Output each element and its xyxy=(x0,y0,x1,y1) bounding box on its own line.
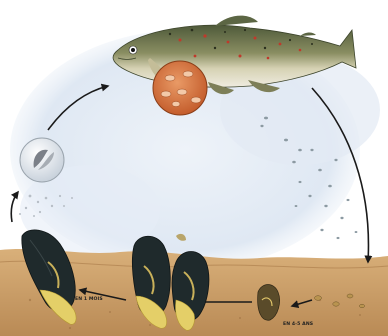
label-four-five-years: EN 4-5 ANS xyxy=(283,322,313,327)
arrow-mussel-to-bubble xyxy=(11,192,18,222)
gill-disc xyxy=(153,61,207,115)
label-one-month: EN 1 MOIS xyxy=(75,297,103,302)
